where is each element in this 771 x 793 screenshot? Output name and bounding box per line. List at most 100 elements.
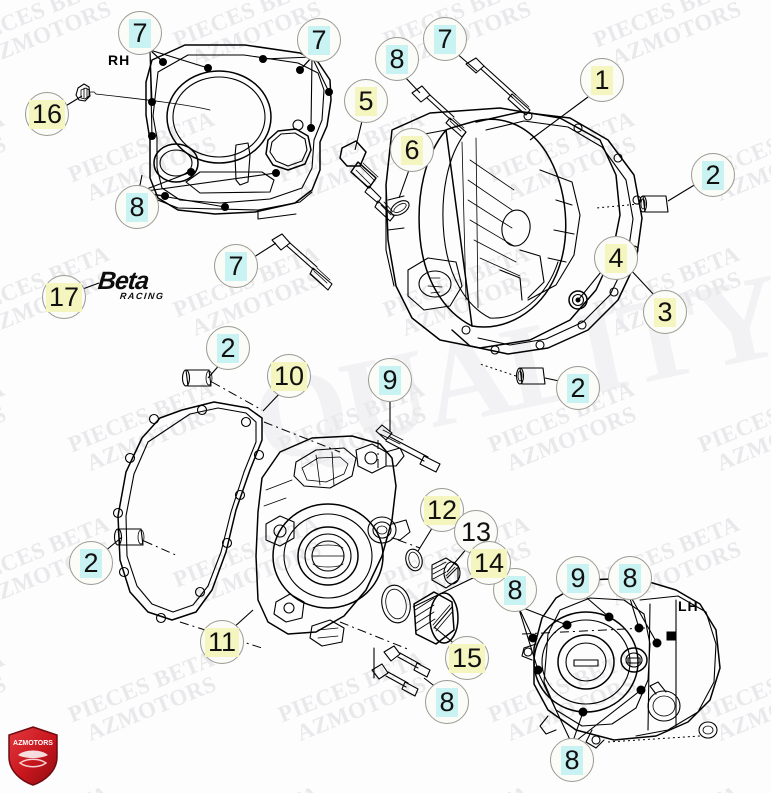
part-15-large-cap — [413, 591, 459, 645]
leader-line-c7d — [253, 242, 277, 258]
callout-balloon-7[interactable]: 7 — [297, 18, 341, 62]
part-14-o-ring-large — [381, 584, 411, 624]
callout-balloon-11[interactable]: 11 — [200, 620, 244, 664]
callout-number: 7 — [308, 25, 330, 55]
rh-cover-assembly — [138, 44, 333, 220]
callout-number: 4 — [605, 243, 627, 273]
callout-number: 5 — [355, 86, 377, 116]
callout-balloon-5[interactable]: 5 — [344, 79, 388, 123]
callout-leader-lines — [63, 49, 697, 646]
side-label-lh: LH — [678, 598, 699, 614]
callout-number: 8 — [436, 687, 458, 717]
callout-number: 1 — [591, 65, 613, 95]
callout-balloon-14[interactable]: 14 — [467, 541, 511, 585]
part-16-clip — [75, 83, 97, 102]
callout-balloon-6[interactable]: 6 — [390, 128, 434, 172]
callout-balloon-1[interactable]: 1 — [580, 58, 624, 102]
callout-balloon-7[interactable]: 7 — [423, 17, 467, 61]
shield-ring-icon — [18, 758, 48, 768]
leader-line-c3 — [628, 267, 656, 297]
part-5-temperature-sensor — [339, 140, 395, 222]
callout-number: 15 — [448, 643, 486, 673]
lh-cover-assembly — [517, 575, 721, 749]
plug-axis-lower — [339, 621, 411, 651]
decal-racing-text: RACING — [119, 291, 166, 301]
part-12-o-ring — [405, 548, 423, 572]
part-10-left-gasket — [112, 401, 265, 624]
shield-label: AZMOTORS — [13, 740, 53, 747]
gasket-to-cover-axis-top — [263, 421, 341, 453]
callout-balloon-4[interactable]: 4 — [594, 236, 638, 280]
leader-line-c8a — [403, 75, 421, 94]
callout-number: 7 — [434, 24, 456, 54]
callout-balloon-15[interactable]: 15 — [445, 636, 489, 680]
callout-balloon-2[interactable]: 2 — [69, 541, 113, 585]
callout-number: 3 — [654, 297, 676, 327]
plug-axis-upper — [397, 539, 421, 549]
callout-number: 9 — [379, 365, 401, 395]
side-label-rh: RH — [108, 52, 131, 68]
callout-number: 7 — [225, 251, 247, 281]
callout-balloon-7[interactable]: 7 — [118, 11, 162, 55]
callout-balloon-8[interactable]: 8 — [608, 556, 652, 600]
part-13-small-plug — [431, 557, 461, 589]
callout-number: 16 — [28, 99, 66, 129]
leader-line-c5 — [354, 120, 363, 151]
beta-racing-decal: Beta RACING — [96, 267, 166, 301]
part-8-bolt-lower-a — [383, 645, 431, 678]
callout-number: 8 — [126, 192, 148, 222]
part-11-left-cover — [255, 435, 411, 647]
callout-number: 7 — [129, 18, 151, 48]
callout-number: 6 — [401, 135, 423, 165]
callout-number: 9 — [567, 563, 589, 593]
callout-balloon-8[interactable]: 8 — [375, 37, 419, 81]
leader-line-c7a — [149, 49, 164, 63]
callout-balloon-9[interactable]: 9 — [368, 358, 412, 402]
callout-number: 2 — [702, 160, 724, 190]
callout-balloon-2[interactable]: 2 — [206, 326, 250, 370]
leader-line-c4 — [578, 271, 602, 300]
part-8-bolt-lower-b — [371, 663, 419, 697]
callout-balloon-17[interactable]: 17 — [42, 275, 86, 319]
callout-number: 8 — [504, 575, 526, 605]
callout-balloon-2[interactable]: 2 — [691, 153, 735, 197]
callout-balloon-16[interactable]: 16 — [25, 92, 69, 136]
callout-balloon-9[interactable]: 9 — [556, 556, 600, 600]
part-9-screw-upper — [375, 424, 441, 473]
callout-balloon-7[interactable]: 7 — [214, 244, 258, 288]
callout-balloon-3[interactable]: 3 — [643, 290, 687, 334]
callout-number: 8 — [386, 44, 408, 74]
callout-number: 2 — [567, 373, 589, 403]
callout-number: 13 — [460, 516, 492, 547]
callout-balloon-8[interactable]: 8 — [115, 185, 159, 229]
callout-number: 11 — [204, 627, 240, 657]
part-4-oil-seal — [568, 290, 588, 310]
callout-number: 2 — [80, 548, 102, 578]
callout-balloon-10[interactable]: 10 — [267, 354, 311, 398]
leader-line-c1 — [529, 96, 589, 141]
dowel-ll-axis — [143, 540, 179, 557]
callout-number: 8 — [619, 563, 641, 593]
part-2-dowel-upper-right — [638, 195, 669, 213]
part-16-pointer — [95, 93, 211, 111]
shield-swoosh-icon — [18, 750, 48, 758]
callout-number: 14 — [470, 548, 508, 578]
decal-beta-text: Beta — [96, 267, 150, 295]
callout-balloon-2[interactable]: 2 — [556, 366, 600, 410]
part-3-right-gasket — [451, 111, 643, 355]
callout-number: 8 — [561, 745, 583, 775]
callout-number: 2 — [217, 333, 239, 363]
dowel-ur-axis — [595, 203, 640, 209]
part-7-long-bolt-top — [465, 57, 531, 116]
dowel-lr-axis — [479, 363, 517, 377]
leader-line-c6 — [398, 169, 410, 199]
callout-number: 10 — [270, 361, 308, 391]
part-6-o-ring — [390, 200, 410, 216]
leader-line-c14 — [412, 576, 476, 608]
leader-line-c2a — [667, 183, 697, 202]
part-7-long-bolt-mid — [271, 233, 333, 291]
part-2-dowel-upper-left — [181, 369, 213, 387]
callout-number: 12 — [423, 495, 461, 525]
callout-balloon-8[interactable]: 8 — [425, 680, 469, 724]
callout-balloon-8[interactable]: 8 — [550, 738, 594, 782]
